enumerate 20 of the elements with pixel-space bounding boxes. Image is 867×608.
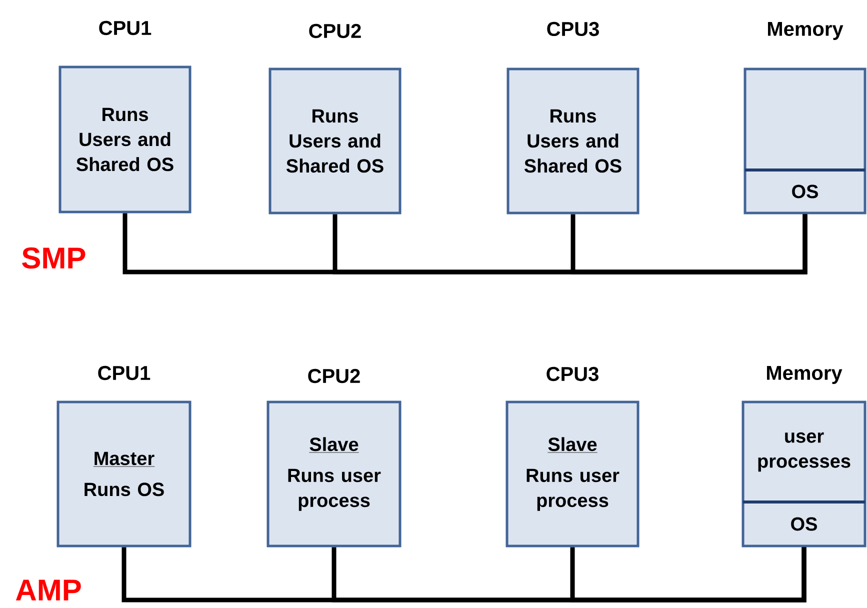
node-label: Memory	[767, 366, 842, 384]
bus-type-label: SMP	[22, 247, 86, 269]
node-label: Memory	[768, 22, 844, 40]
cpu-box: CPU2 Slave Runs user process	[266, 368, 402, 548]
node-label: CPU2	[308, 368, 360, 384]
node-label: CPU3	[547, 22, 599, 36]
node-label: CPU1	[98, 366, 150, 380]
bus-line	[570, 547, 806, 602]
node-label: CPU3	[546, 366, 598, 382]
bus-type-label: AMP	[16, 580, 81, 600]
node-label: CPU1	[99, 20, 152, 36]
cpu-box: CPU3 Runs Users and Shared OS	[506, 22, 640, 214]
cpu-box: CPU2 Runs Users and Shared OS	[268, 24, 402, 214]
cpu-box: CPU3 Slave Runs user process	[506, 366, 640, 548]
cpu-box: CPU1 Runs Users and Shared OS	[58, 20, 192, 214]
node-label: CPU2	[309, 24, 361, 38]
cpu-box: CPU1 Master Runs OS	[56, 366, 192, 548]
memory-box: Memory OS	[744, 22, 866, 214]
memory-box: Memory user processes OS	[742, 366, 866, 548]
bus-line	[570, 214, 808, 274]
